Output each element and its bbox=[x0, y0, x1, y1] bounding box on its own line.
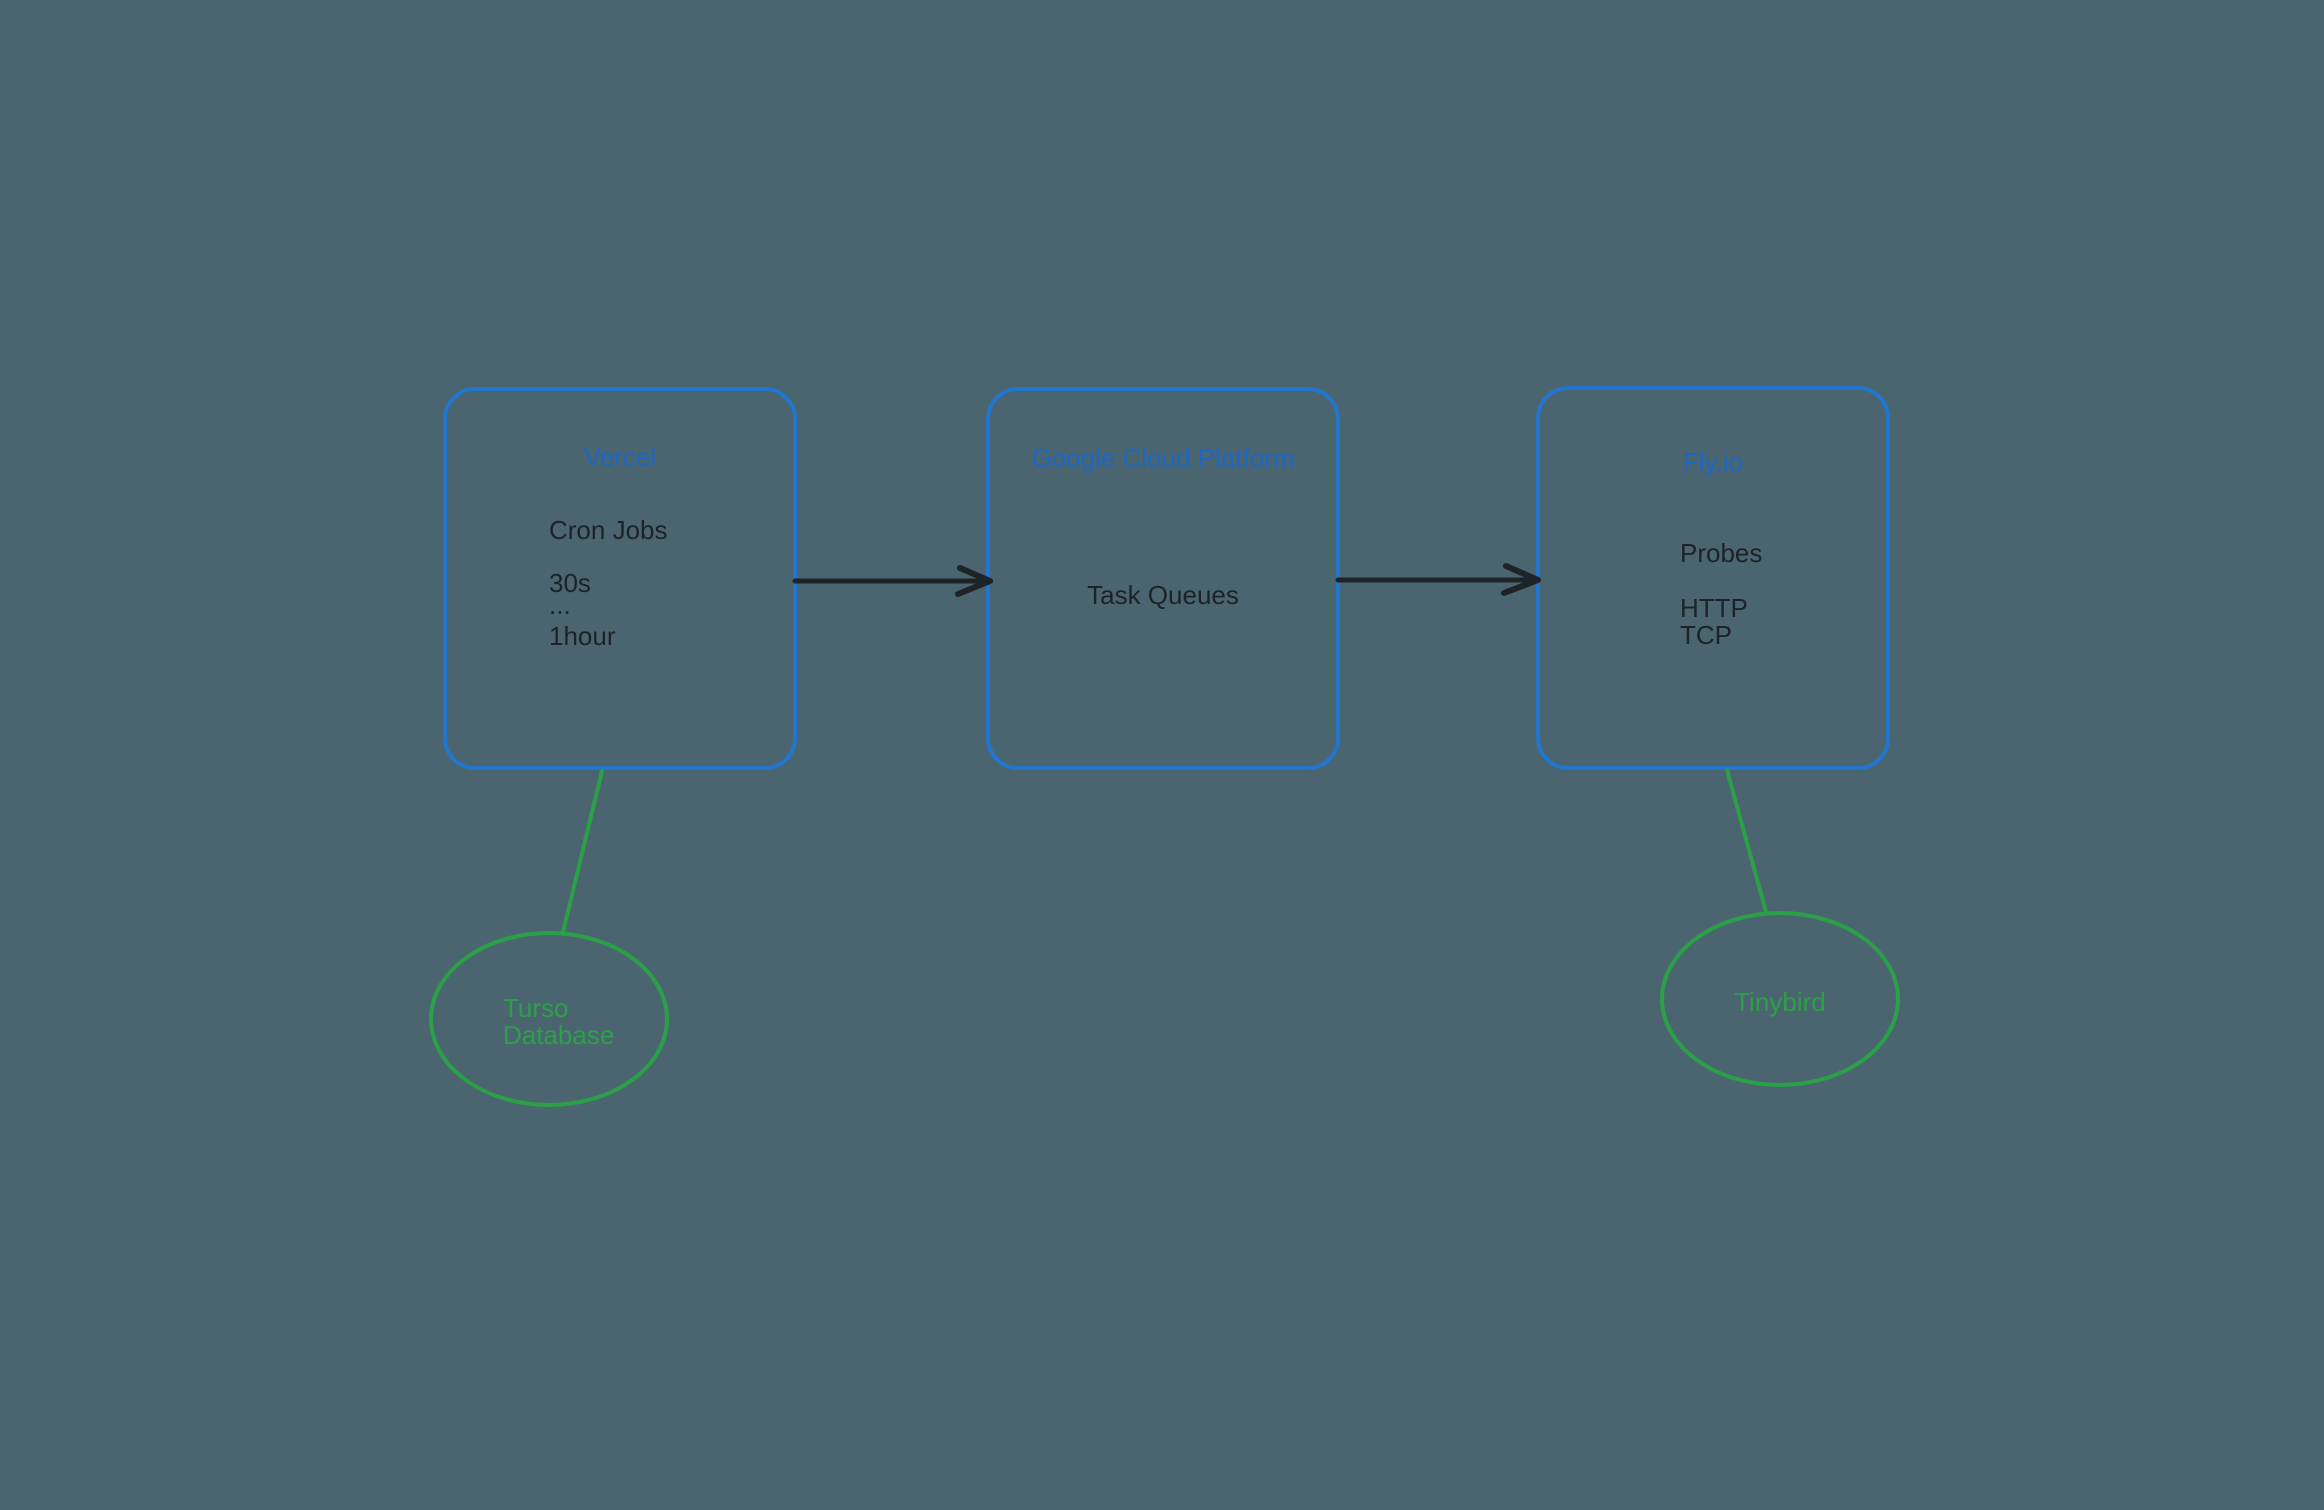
arrow-vercel-to-gcp bbox=[792, 565, 993, 597]
ellipse-turso-database bbox=[429, 931, 669, 1107]
node-title-google-cloud-platform: Google Cloud Platform bbox=[1031, 443, 1295, 473]
ellipse-label-turso: Turso bbox=[503, 993, 569, 1023]
node-flyio-line-http: HTTP bbox=[1680, 593, 1748, 623]
node-vercel-line-1hour: 1hour bbox=[549, 621, 616, 651]
node-gcp-line-task-queues: Task Queues bbox=[1087, 580, 1239, 610]
connector-vercel-to-turso bbox=[561, 769, 604, 934]
arrow-gcp-to-flyio bbox=[1335, 563, 1541, 596]
ellipse-label-database: Database bbox=[503, 1020, 615, 1050]
node-flyio-line-probes: Probes bbox=[1680, 538, 1763, 568]
node-box-flyio bbox=[1536, 386, 1890, 770]
node-vercel-line-ellipsis: ... bbox=[549, 590, 571, 620]
node-vercel-line-30s: 30s bbox=[549, 568, 591, 598]
ellipse-tinybird bbox=[1660, 911, 1900, 1087]
connector-flyio-to-tinybird bbox=[1725, 768, 1768, 914]
ellipse-label-tinybird: Tinybird bbox=[1734, 987, 1826, 1017]
node-flyio-line-tcp: TCP bbox=[1680, 620, 1732, 650]
node-title-vercel: Vercel bbox=[583, 442, 657, 472]
node-vercel-line-cron-jobs: Cron Jobs bbox=[549, 515, 668, 545]
node-title-flyio: Fly.io bbox=[1682, 447, 1744, 477]
